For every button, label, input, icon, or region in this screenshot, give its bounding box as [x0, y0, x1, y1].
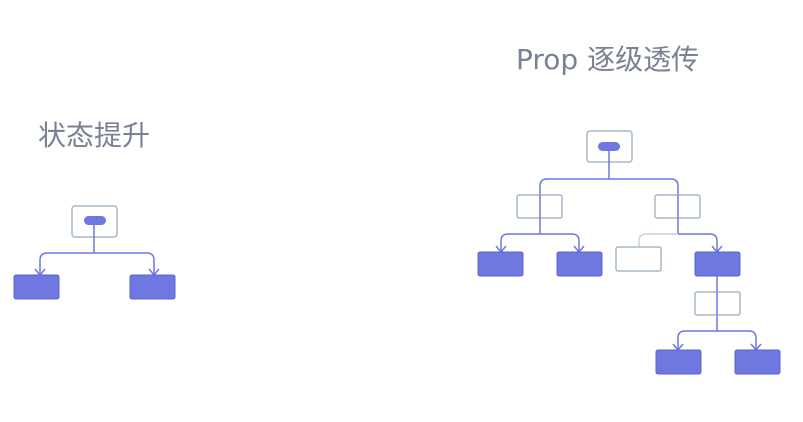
lifting-child-box-right	[129, 274, 176, 300]
state-lifting-title: 状态提升	[38, 119, 151, 152]
drilling-root-connector	[539, 151, 679, 195]
prop-drilling-title: Prop 逐级透传	[516, 43, 700, 76]
state-lifting-diagram	[13, 205, 176, 300]
drilling-left-child-box-2	[556, 251, 603, 277]
drilling-left-child-box-1	[477, 251, 524, 277]
lifting-child-box-left	[13, 274, 60, 300]
drilling-right-branch-connector	[678, 233, 718, 251]
drilling-bottom-child-box-1	[655, 349, 702, 375]
drilling-right-child-box	[694, 251, 741, 277]
state-source-icon	[84, 216, 106, 225]
drilling-left-branch-connector	[500, 233, 580, 251]
prop-drilling-diagram	[477, 130, 781, 375]
drilling-unused-child-box	[615, 246, 662, 272]
lifting-connector	[39, 225, 155, 274]
drilling-right-branch-faded-connector	[638, 233, 678, 247]
drilling-bottom-child-box-2	[734, 349, 781, 375]
state-source-icon	[598, 142, 620, 151]
drilling-bottom-branch-connector	[677, 330, 757, 349]
